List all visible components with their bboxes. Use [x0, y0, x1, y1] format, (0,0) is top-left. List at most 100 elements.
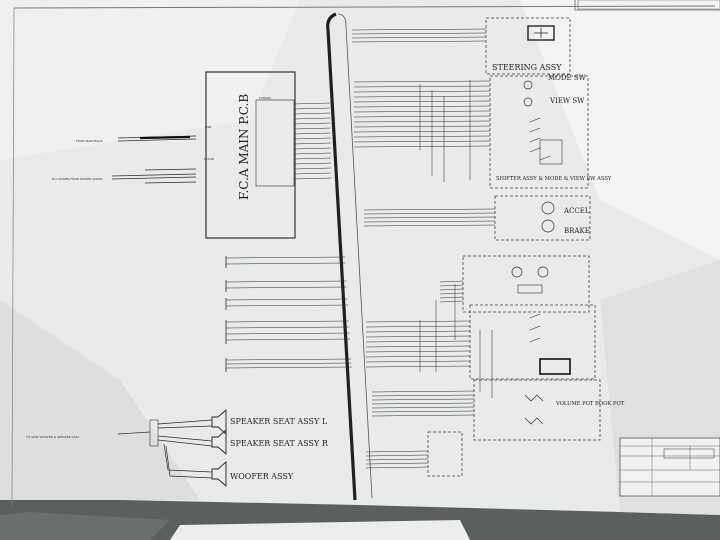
speaker-section: TO SEAT WOOFER & SPEAKER ASSY SPEAKER SE…: [25, 409, 329, 487]
wire: [351, 40, 487, 43]
wire: [293, 147, 331, 150]
wire: [371, 406, 475, 409]
brake-label: BRAKE: [564, 227, 590, 235]
wire: [351, 28, 487, 31]
wire: [225, 280, 347, 283]
wire: [371, 410, 475, 413]
wire: [293, 127, 331, 130]
wire: [225, 362, 352, 365]
mode-switch-symbol: [523, 80, 533, 90]
wire: [293, 117, 331, 120]
display-module: [539, 358, 571, 375]
wire: [293, 172, 332, 175]
wire: [353, 100, 491, 103]
wire: [225, 338, 350, 341]
wire: [225, 298, 348, 301]
wire: [363, 224, 496, 227]
wire: [293, 142, 331, 145]
wire: [439, 300, 464, 303]
wire: [293, 162, 332, 165]
mid-left-harness-wires: [225, 256, 352, 372]
wire: [365, 320, 471, 323]
drawing-border: [11, 0, 720, 506]
view-sw-label: VIEW SW: [549, 97, 585, 105]
view-switch-symbol: [523, 97, 533, 107]
wire: [293, 177, 332, 180]
bottom-connector-box: [427, 431, 463, 477]
wire: [363, 216, 496, 219]
wire: [353, 80, 491, 83]
wire: [353, 120, 491, 123]
wire: [365, 335, 471, 338]
pcb-to-bus-wires: [293, 102, 332, 180]
volume-pot-label: VOLUME POT BOOK POT: [555, 401, 625, 407]
fca-main-pcb: F.C.A MAIN P.C.B USB FCMAIN FCSUB: [204, 71, 296, 239]
wire: [293, 152, 332, 155]
wire: [365, 355, 471, 358]
wire: [293, 122, 331, 125]
wire: [293, 102, 331, 105]
steering-assy: STEERING ASSY: [485, 17, 571, 75]
wire: [353, 110, 491, 113]
left-inputs: FROM MAIN BACK D.C POWER FROM POWER SUPP…: [52, 135, 197, 184]
wire: [371, 394, 475, 397]
wire: [365, 458, 429, 461]
wire: [225, 326, 350, 329]
speaker-source-label: TO SEAT WOOFER & SPEAKER ASSY: [25, 435, 80, 439]
wire: [353, 105, 491, 108]
wire: [353, 145, 491, 148]
title-block-stamp: [663, 448, 715, 459]
wire: [351, 32, 487, 35]
wire: [371, 390, 475, 393]
wire: [439, 284, 464, 287]
wire: [365, 360, 471, 363]
pcb-title: F.C.A MAIN P.C.B: [237, 94, 251, 200]
speaker-seat-r-label: SPEAKER SEAT ASSY R: [230, 439, 329, 448]
wire: [351, 36, 487, 39]
accel-pot-symbol: [541, 201, 555, 215]
wire: [225, 256, 346, 259]
wire: [419, 80, 471, 182]
wire: [293, 137, 331, 140]
speaker-seat-l-label: SPEAKER SEAT ASSY L: [230, 417, 328, 426]
wire: [419, 284, 493, 398]
title-block: [619, 437, 720, 497]
fcmain-connector-label: FCMAIN: [259, 96, 271, 100]
wire: [363, 208, 496, 211]
accel-brake-assy: ACCEL BRAKE: [494, 195, 591, 241]
wire: [353, 90, 491, 93]
wire: [293, 107, 331, 110]
wire: [225, 366, 352, 369]
power-supply-label: D.C POWER FROM POWER SUPPLY: [52, 177, 103, 181]
woofer-label: WOOFER ASSY: [230, 472, 294, 481]
wire: [365, 454, 429, 457]
wire: [365, 350, 471, 353]
wire: [353, 95, 491, 98]
wire: [365, 345, 471, 348]
wire: [353, 115, 491, 118]
wire: [225, 262, 346, 265]
wire: [439, 280, 464, 283]
wire: [363, 220, 496, 223]
wire: [439, 288, 464, 291]
lower-right-assemblies: VOLUME POT BOOK POT: [462, 255, 625, 441]
wire: [353, 140, 491, 143]
wire: [353, 125, 491, 128]
shifter-assy-label: SHIFTER ASSY & MODE & VIEW SW ASSY: [496, 176, 612, 182]
wire: [365, 462, 429, 465]
wire: [371, 414, 475, 417]
wire: [365, 340, 471, 343]
wire: [365, 450, 429, 453]
shifter-assy: MODE SW VIEW SW SHIFTER ASSY & MODE & VI…: [489, 74, 612, 189]
wire: [365, 330, 471, 333]
wire: [353, 85, 491, 88]
wire: [293, 112, 331, 115]
wire: [365, 466, 429, 469]
woofer-symbol: [211, 461, 227, 487]
fcsub-connector-label: FCSUB: [204, 157, 214, 161]
wire: [371, 402, 475, 405]
main-bus: [326, 12, 373, 501]
wire: [439, 296, 464, 299]
